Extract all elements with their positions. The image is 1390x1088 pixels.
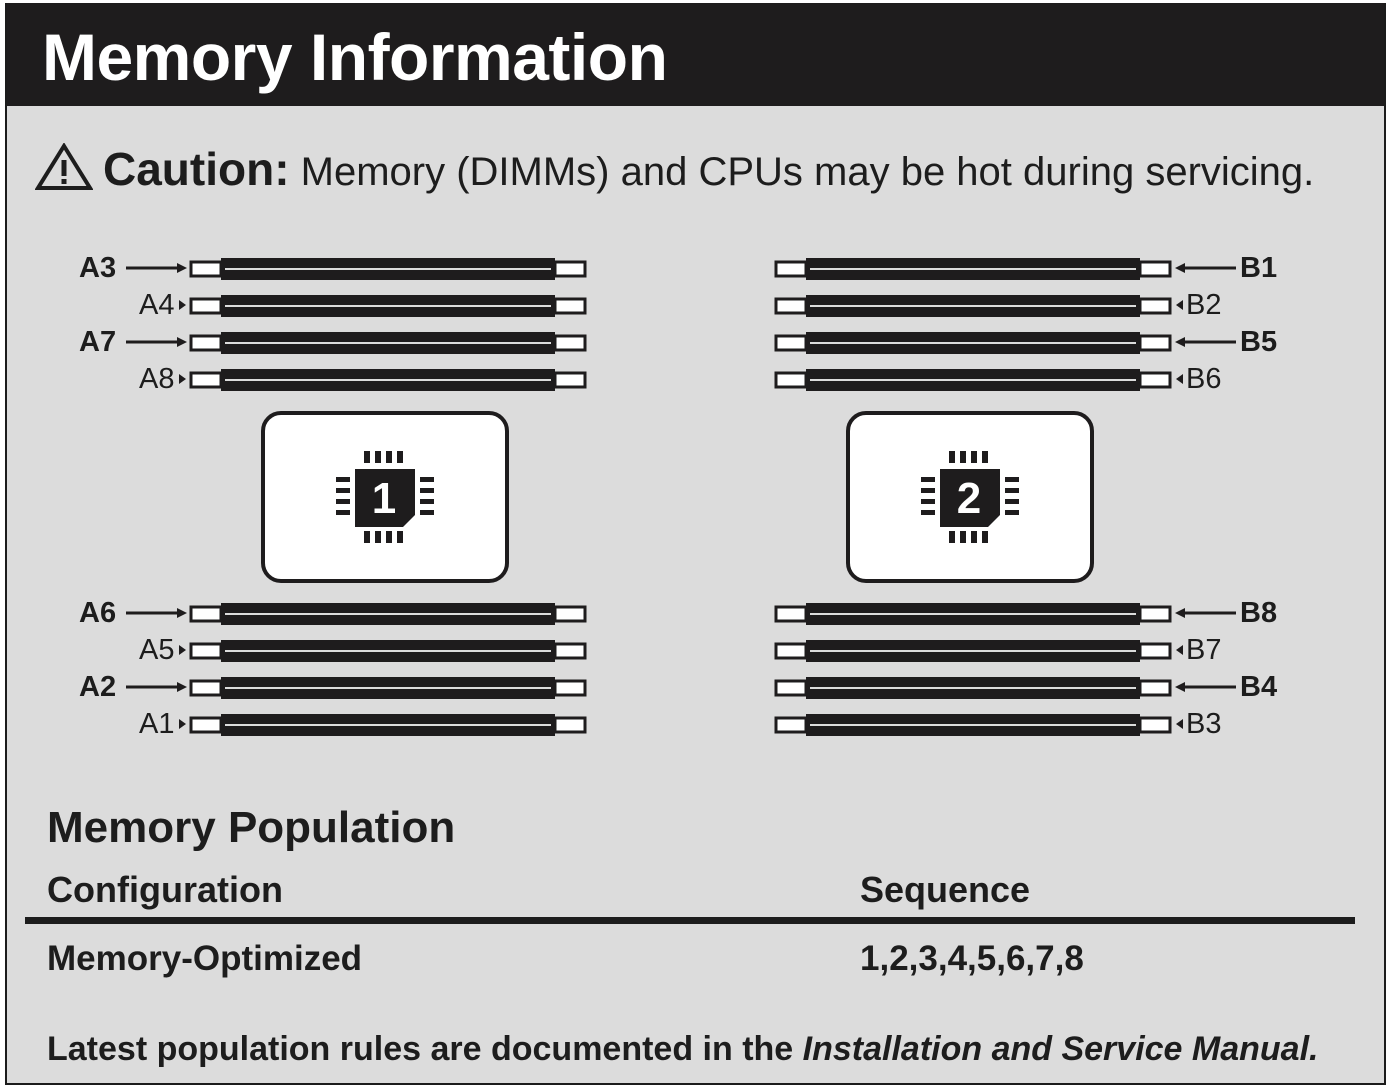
slot-pointer-arrow <box>179 645 186 655</box>
table-cell-configuration: Memory-Optimized <box>47 939 363 978</box>
header-bar: Memory Information <box>7 3 1384 106</box>
slot-pointer-arrow <box>1175 608 1236 618</box>
column-header-sequence: Sequence <box>860 869 1031 910</box>
dimm-slot-label: A6 <box>79 597 117 629</box>
dimm-slot <box>774 714 1172 736</box>
dimm-slot-label: B7 <box>1186 634 1222 666</box>
caution-label: Caution: <box>103 143 290 195</box>
slot-pointer-arrow <box>126 263 187 273</box>
dimm-slot-label: A1 <box>139 708 175 740</box>
slot-pointer-arrow <box>179 719 186 729</box>
column-header-configuration: Configuration <box>47 869 283 910</box>
dimm-slot-label: B6 <box>1186 363 1222 395</box>
dimm-slot <box>189 677 587 699</box>
dimm-slot-label: A3 <box>79 252 117 284</box>
table-cell-sequence: 1,2,3,4,5,6,7,8 <box>860 939 1084 978</box>
dimm-slot <box>774 677 1172 699</box>
dimm-slot <box>189 603 587 625</box>
manual-title: Installation and Service Manual. <box>802 1030 1319 1068</box>
memory-info-panel: Memory Information Caution: Memory (DIMM… <box>5 3 1386 1085</box>
dimm-slot <box>774 603 1172 625</box>
dimm-slot-label: B2 <box>1186 289 1222 321</box>
cpu-chip-icon: 1 <box>336 451 434 543</box>
dimm-slot-label: A5 <box>139 634 175 666</box>
slot-pointer-arrow <box>1175 682 1236 692</box>
dimm-slot-label: B1 <box>1240 252 1278 284</box>
dimm-slot-label: A4 <box>139 289 175 321</box>
page-title: Memory Information <box>42 20 668 94</box>
footer-note: Latest population rules are documented i… <box>47 1030 1318 1069</box>
dimm-slot <box>189 640 587 662</box>
dimm-slot <box>189 714 587 736</box>
dimm-slot <box>189 332 587 354</box>
cpu-number: 1 <box>372 474 396 523</box>
dimm-slot <box>189 369 587 391</box>
dimm-slot-label: A2 <box>79 671 117 703</box>
dimm-slot-label: A7 <box>79 326 117 358</box>
footer-text: Latest population rules are documented i… <box>47 1030 794 1068</box>
slot-pointer-arrow <box>179 300 186 310</box>
slot-pointer-arrow <box>179 374 186 384</box>
warning-triangle-icon <box>34 142 94 208</box>
slot-pointer-arrow <box>126 337 187 347</box>
slot-pointer-arrow <box>1175 263 1236 273</box>
dimm-slot <box>774 640 1172 662</box>
caution-text: Memory (DIMMs) and CPUs may be hot durin… <box>300 150 1315 194</box>
dimm-slot-label: B5 <box>1240 326 1278 358</box>
slot-pointer-arrow <box>126 682 187 692</box>
dimm-slot <box>774 295 1172 317</box>
slot-pointer-arrow <box>126 608 187 618</box>
slot-pointer-arrow <box>1176 374 1183 384</box>
population-title: Memory Population <box>47 803 456 852</box>
slot-pointer-arrow <box>1176 645 1183 655</box>
slot-pointer-arrow <box>1176 719 1183 729</box>
dimm-slot <box>189 258 587 280</box>
cpu-number: 2 <box>957 474 981 523</box>
slot-pointer-arrow <box>1176 300 1183 310</box>
dimm-slot <box>774 369 1172 391</box>
dimm-slot <box>774 332 1172 354</box>
dimm-slot <box>189 295 587 317</box>
caution-notice: Caution: Memory (DIMMs) and CPUs may be … <box>34 139 1315 208</box>
cpu-socket: 1 <box>261 411 509 583</box>
dimm-slot-label: B8 <box>1240 597 1278 629</box>
dimm-slot-label: B3 <box>1186 708 1222 740</box>
dimm-slot-label: A8 <box>139 363 175 395</box>
table-divider <box>25 917 1355 924</box>
cpu-chip-icon: 2 <box>921 451 1019 543</box>
dimm-slot <box>774 258 1172 280</box>
dimm-slot-label: B4 <box>1240 671 1278 703</box>
cpu-socket: 2 <box>846 411 1094 583</box>
slot-pointer-arrow <box>1175 337 1236 347</box>
